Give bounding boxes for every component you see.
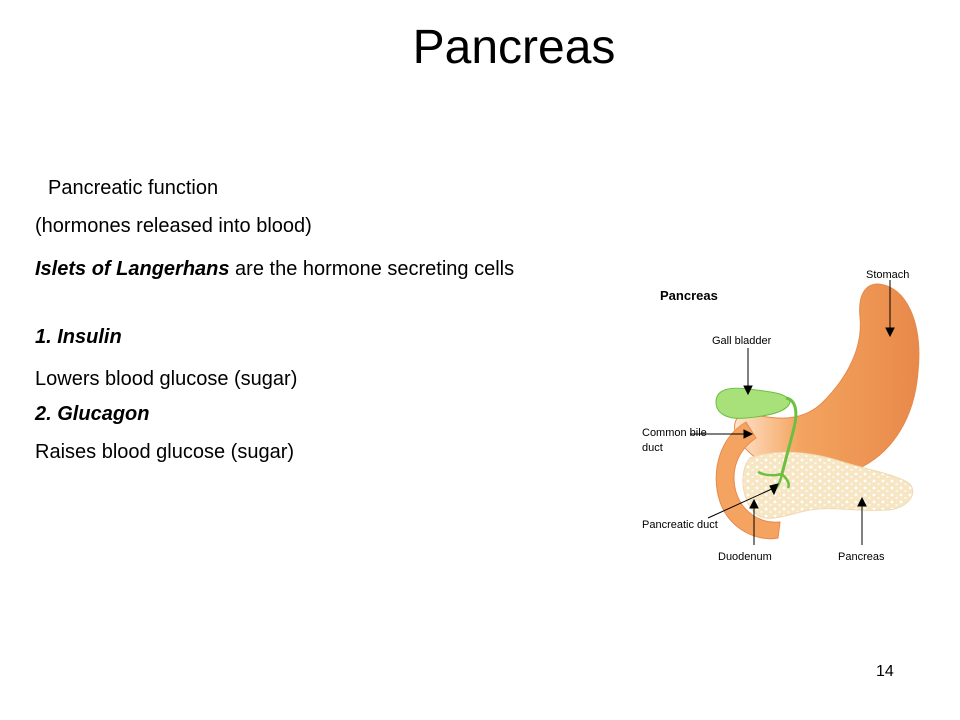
- label-pancreas: Pancreas: [838, 551, 885, 563]
- pancreas-diagram: Pancreas Stomach Gall bladder Common bil…: [642, 269, 920, 563]
- page-number: 14: [876, 663, 894, 680]
- label-gall-bladder: Gall bladder: [712, 335, 772, 347]
- label-pancreatic-duct: Pancreatic duct: [642, 519, 718, 531]
- duodenum-shape: [715, 421, 781, 540]
- glucagon-description: Raises blood glucose (sugar): [35, 441, 295, 463]
- function-heading: Pancreatic function: [48, 177, 219, 199]
- slide-title: Pancreas: [412, 21, 616, 74]
- label-common-bile-duct-line2: duct: [642, 442, 663, 454]
- stomach-shape: [734, 283, 920, 478]
- islets-line: Islets of Langerhans are the hormone sec…: [35, 257, 625, 281]
- common-bile-duct: [780, 396, 798, 475]
- gall-bladder-shape: [715, 387, 791, 419]
- label-stomach: Stomach: [866, 269, 909, 281]
- insulin-description: Lowers blood glucose (sugar): [35, 368, 298, 390]
- islets-description: are the hormone secreting cells: [229, 258, 515, 280]
- hormones-note: (hormones released into blood): [35, 215, 312, 237]
- label-common-bile-duct-line1: Common bile: [642, 427, 707, 439]
- insulin-title: 1. Insulin: [35, 326, 122, 348]
- label-duodenum: Duodenum: [718, 551, 772, 563]
- islets-term: Islets of Langerhans: [35, 258, 230, 280]
- diagram-heading: Pancreas: [660, 288, 718, 303]
- label-pointers: [690, 280, 895, 545]
- glucagon-title: 2. Glucagon: [35, 403, 150, 425]
- pancreas-shape: [742, 451, 914, 519]
